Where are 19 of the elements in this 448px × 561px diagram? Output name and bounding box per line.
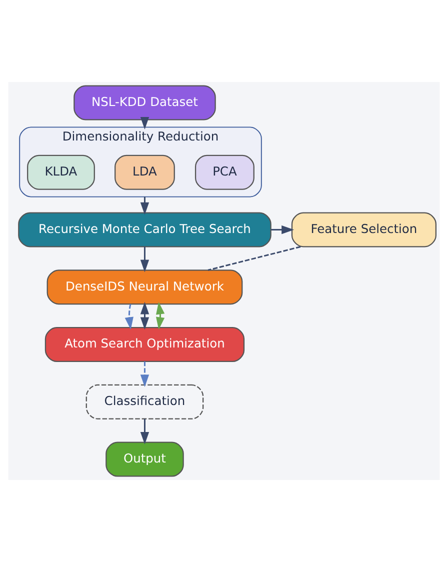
arrow — [140, 196, 150, 214]
node-box: DenseIDS Neural Network — [46, 269, 243, 304]
node-box: Atom Search Optimization — [44, 326, 245, 362]
connector — [208, 246, 301, 270]
arrow — [156, 301, 165, 330]
node-box: KLDA — [27, 154, 95, 190]
node-box: PCA — [194, 154, 254, 190]
node-box: Recursive Monte Carlo Tree Search — [18, 212, 272, 247]
arrow — [140, 116, 150, 129]
node-box: Output — [106, 441, 184, 476]
arrow — [124, 303, 134, 330]
node-box: LDA — [114, 154, 175, 190]
node-box: Classification — [86, 384, 204, 419]
arrow — [140, 418, 150, 444]
arrow — [140, 246, 150, 272]
node-box: Feature Selection — [291, 212, 436, 247]
arrow — [140, 361, 150, 387]
arrow — [271, 224, 294, 234]
arrow — [140, 301, 150, 330]
